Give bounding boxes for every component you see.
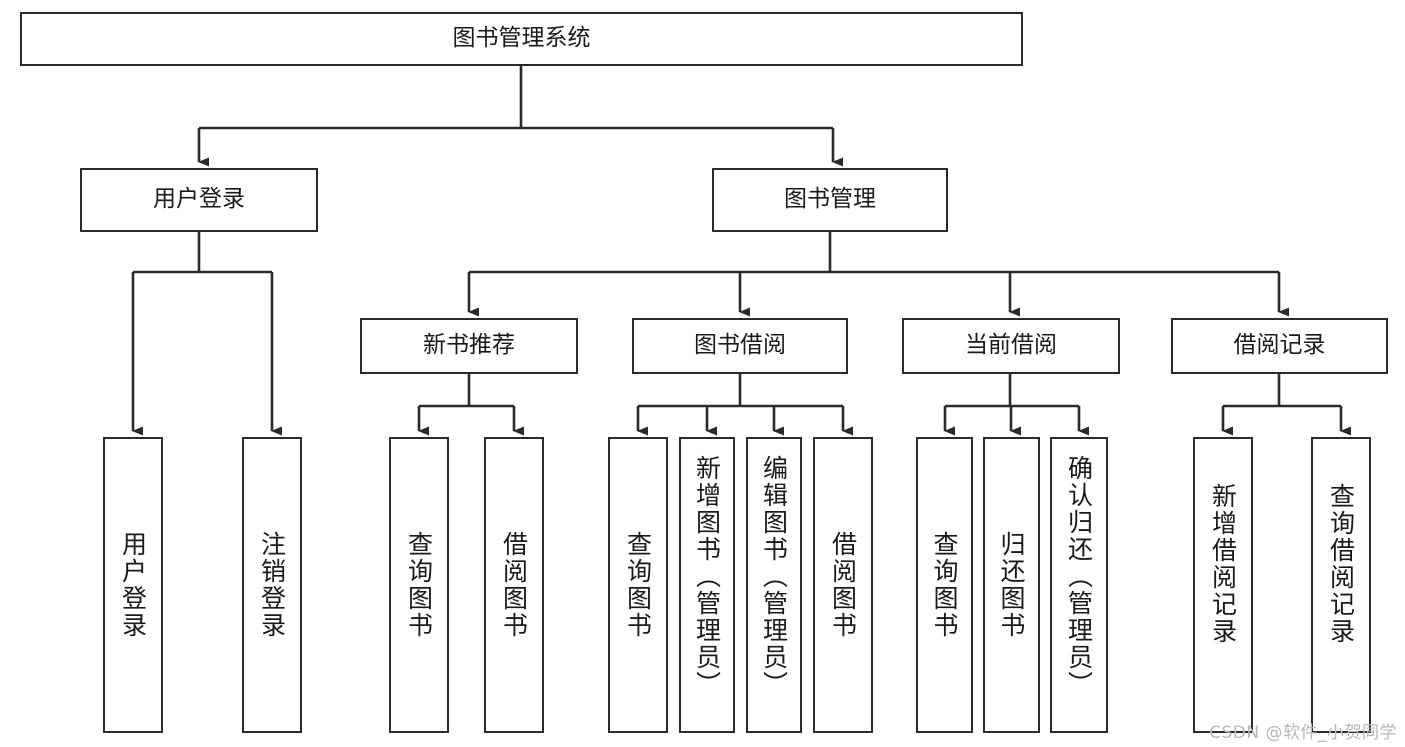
node-book-borrow[interactable]: 图书借阅	[632, 318, 848, 374]
node-label: 用户登录	[153, 186, 245, 213]
node-label: 借阅记录	[1233, 332, 1326, 359]
node-leaf-user-login-login[interactable]: 用户登录	[103, 437, 163, 733]
node-label: 图书管理	[784, 186, 876, 213]
node-leaf-new-book-query-book[interactable]: 查询图书	[389, 437, 449, 733]
node-new-book-recommend[interactable]: 新书推荐	[360, 318, 578, 374]
node-leaf-user-login-logout[interactable]: 注销登录	[242, 437, 302, 733]
node-label: 借阅图书	[499, 531, 529, 639]
node-label: 查询图书	[623, 531, 653, 639]
node-leaf-book-borrow-borrow-book[interactable]: 借阅图书	[813, 437, 873, 733]
node-leaf-current-borrow-query-book[interactable]: 查询图书	[916, 437, 973, 733]
node-label: 新增图书（管理员）	[692, 455, 722, 698]
node-root-book-management-system[interactable]: 图书管理系统	[20, 12, 1023, 66]
node-label: 当前借阅	[965, 332, 1057, 359]
node-label: 查询图书	[404, 531, 434, 639]
node-leaf-new-book-borrow-book[interactable]: 借阅图书	[484, 437, 544, 733]
node-leaf-borrow-record-add-record[interactable]: 新增借阅记录	[1193, 437, 1253, 733]
node-leaf-book-borrow-add-book-admin[interactable]: 新增图书（管理员）	[679, 437, 735, 733]
node-leaf-book-borrow-query-book[interactable]: 查询图书	[608, 437, 668, 733]
node-leaf-current-borrow-return-book[interactable]: 归还图书	[983, 437, 1040, 733]
node-label: 新书推荐	[423, 332, 515, 359]
node-current-borrow[interactable]: 当前借阅	[902, 318, 1120, 374]
node-leaf-book-borrow-edit-book-admin[interactable]: 编辑图书（管理员）	[746, 437, 802, 733]
node-label: 归还图书	[997, 531, 1026, 639]
node-label: 注销登录	[257, 531, 287, 639]
node-user-login[interactable]: 用户登录	[80, 168, 318, 232]
node-borrow-record[interactable]: 借阅记录	[1171, 318, 1388, 374]
node-label: 图书管理系统	[452, 25, 591, 52]
node-label: 借阅图书	[828, 531, 858, 639]
node-label: 图书借阅	[694, 332, 786, 359]
node-label: 查询图书	[930, 531, 959, 639]
node-label: 新增借阅记录	[1208, 483, 1238, 645]
node-leaf-borrow-record-query-record[interactable]: 查询借阅记录	[1311, 437, 1371, 733]
node-label: 查询借阅记录	[1326, 483, 1356, 645]
node-book-management[interactable]: 图书管理	[712, 168, 948, 232]
watermark-text: CSDN @软件_小贺同学	[1209, 723, 1397, 743]
node-label: 用户登录	[118, 531, 148, 639]
node-label: 确认归还（管理员）	[1064, 455, 1094, 698]
node-label: 编辑图书（管理员）	[759, 455, 789, 698]
node-leaf-current-borrow-confirm-return-admin[interactable]: 确认归还（管理员）	[1050, 437, 1108, 733]
